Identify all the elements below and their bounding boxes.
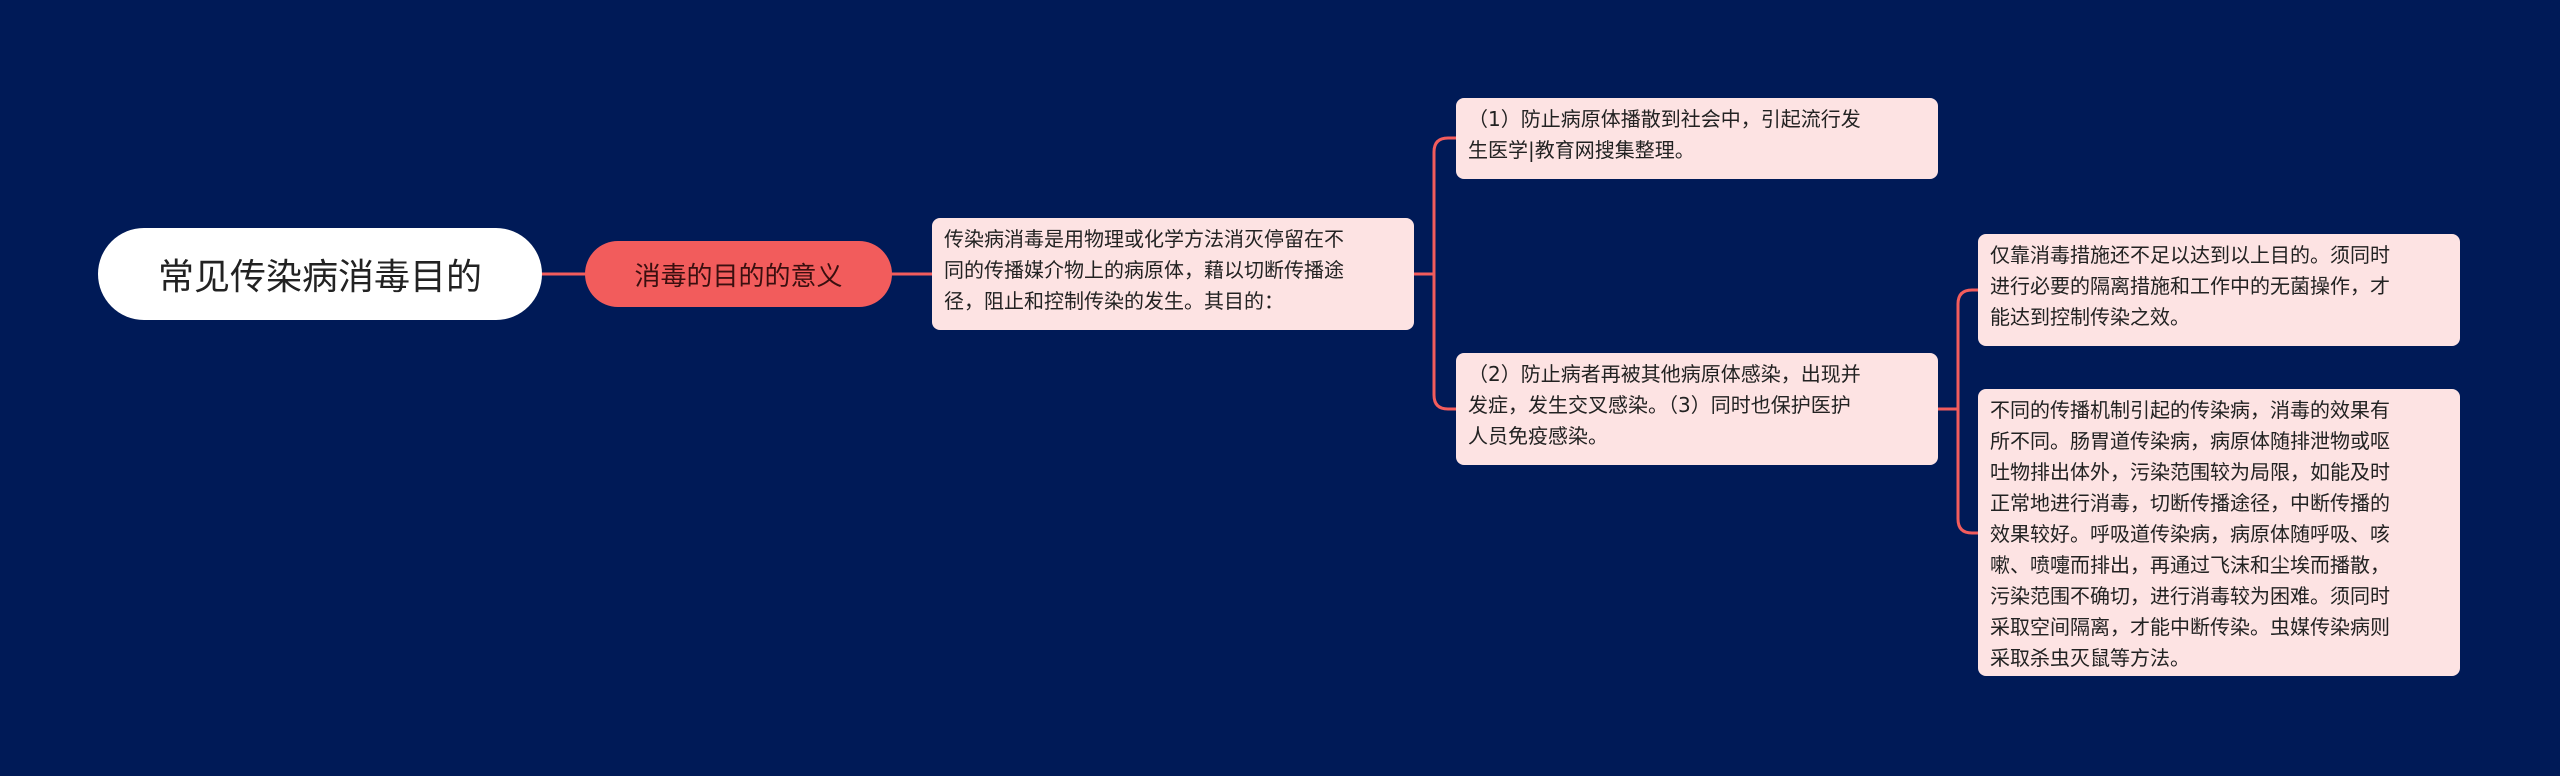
connector-note-1 xyxy=(1956,288,1980,411)
purpose-node-1[interactable]: （1）防止病原体播散到社会中，引起流行发 生医学|教育网搜集整理。 xyxy=(1456,98,1938,179)
connector-note-2 xyxy=(1956,407,1980,535)
root-topic[interactable]: 常见传染病消毒目的 xyxy=(98,228,542,320)
connector-purpose-1 xyxy=(1432,136,1458,276)
purpose-node-2[interactable]: （2）防止病者再被其他病原体感染，出现并 发症，发生交叉感染。（3）同时也保护医… xyxy=(1456,353,1938,465)
connector-purpose-2 xyxy=(1432,272,1458,411)
note-node-1[interactable]: 仅靠消毒措施还不足以达到以上目的。须同时 进行必要的隔离措施和工作中的无菌操作，… xyxy=(1978,234,2460,346)
branch-topic-purpose-meaning[interactable]: 消毒的目的的意义 xyxy=(585,241,892,307)
note-node-2[interactable]: 不同的传播机制引起的传染病，消毒的效果有 所不同。肠胃道传染病，病原体随排泄物或… xyxy=(1978,389,2460,676)
description-node[interactable]: 传染病消毒是用物理或化学方法消灭停留在不 同的传播媒介物上的病原体，藉以切断传播… xyxy=(932,218,1414,330)
